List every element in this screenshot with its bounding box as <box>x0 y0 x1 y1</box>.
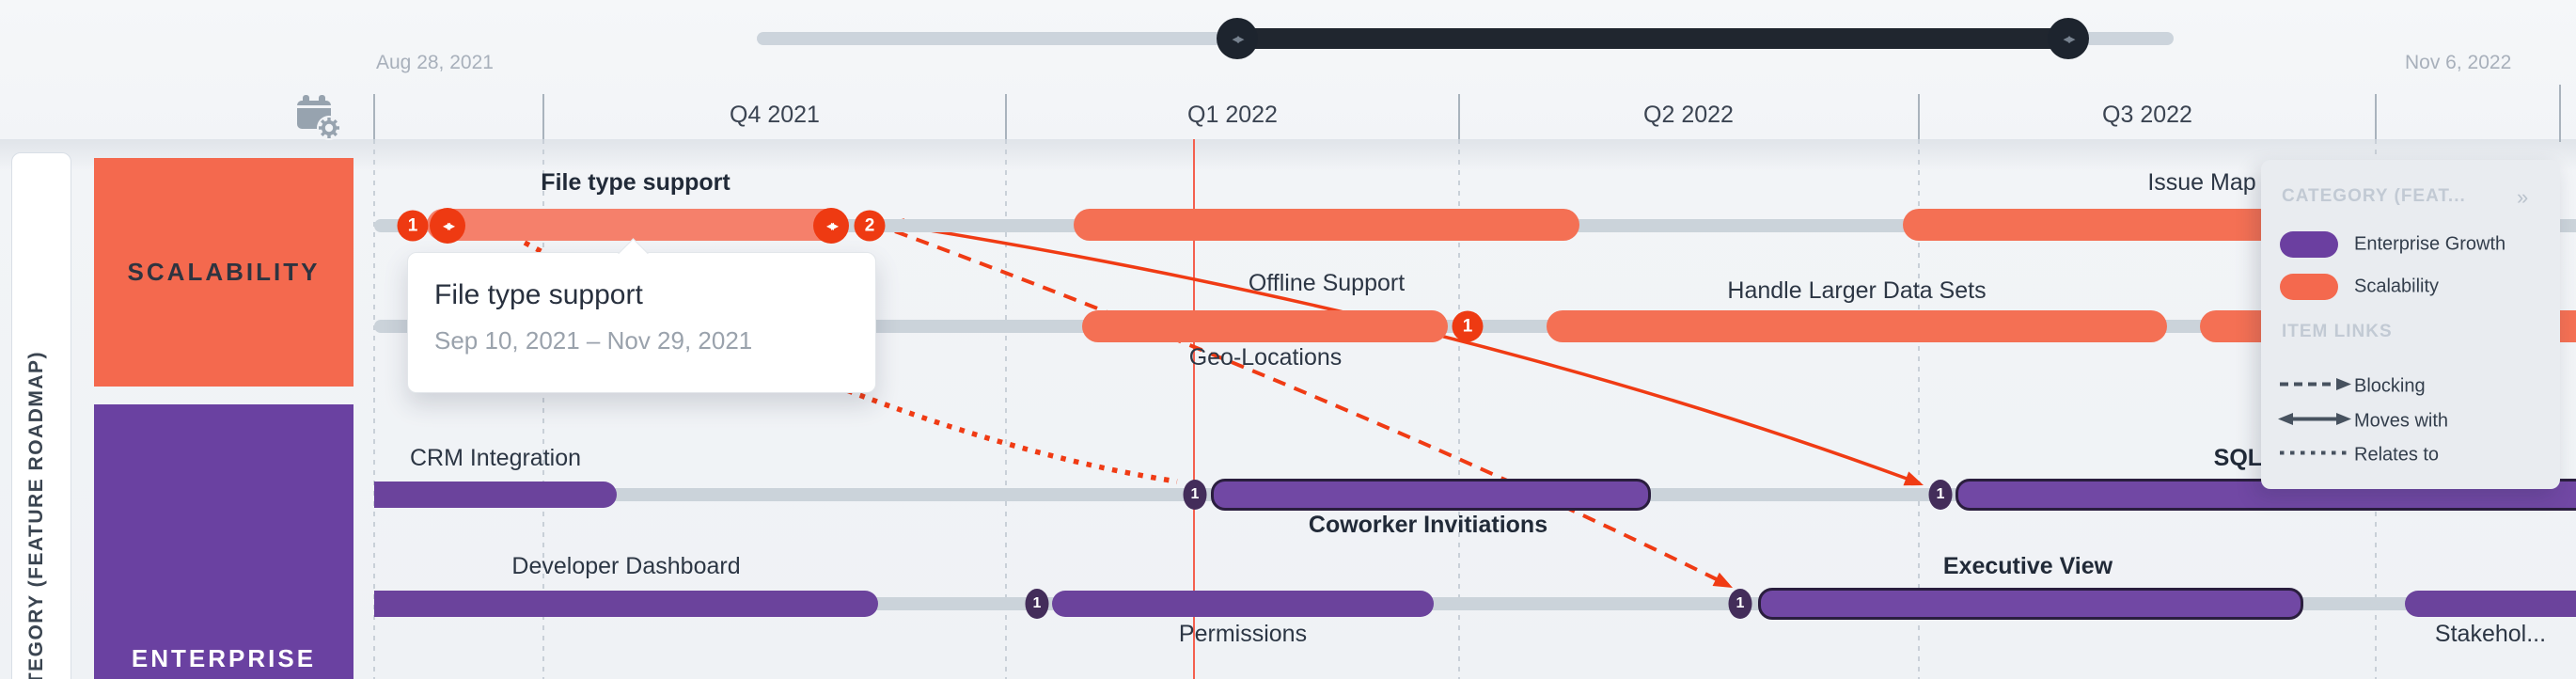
quarter-gridline <box>1458 139 1460 679</box>
item-label: Coworker Invitiations <box>1308 512 1548 538</box>
quarter-gridline <box>373 139 375 679</box>
link-blocking <box>894 229 1729 587</box>
legend-linktype-icon-dashed <box>2278 375 2351 399</box>
resize-handle-left[interactable]: ◂▸ <box>430 208 465 244</box>
legend-linktype-label: Relates to <box>2354 444 2440 466</box>
roadmap-item-bar[interactable] <box>1082 310 1448 342</box>
item-label: Permissions <box>1178 621 1308 647</box>
today-line <box>1193 139 1195 679</box>
roadmap-item-bar[interactable] <box>1074 209 1579 241</box>
legend-linktype-label: Moves with <box>2354 410 2449 432</box>
range-end-tick <box>2559 85 2561 142</box>
group-by-panel[interactable] <box>11 152 71 679</box>
roadmap-item-bar[interactable] <box>1211 479 1651 511</box>
item-tooltip: File type support Sep 10, 2021 – Nov 29,… <box>407 238 876 393</box>
link-arrowhead <box>1903 471 1924 486</box>
legend-swatch-label: Enterprise Growth <box>2354 233 2506 255</box>
category-block-enterprise[interactable]: ENTERPRISE <box>94 404 353 679</box>
resize-handle-right[interactable]: ◂▸ <box>813 208 849 244</box>
roadmap-item-bar[interactable] <box>1052 591 1434 617</box>
quarter-gridline <box>1918 139 1920 679</box>
tooltip-title: File type support <box>434 279 643 310</box>
scrollbar-range[interactable] <box>1237 28 2068 49</box>
collapse-legend-icon[interactable]: » <box>2517 185 2529 209</box>
group-by-label: CATEGORY (FEATURE ROADMAP) <box>25 350 47 679</box>
legend-swatch <box>2280 231 2338 258</box>
quarter-label: Q1 2022 <box>1187 102 1278 128</box>
milestone-badge[interactable]: 1 <box>1728 589 1752 619</box>
roadmap-item-bar[interactable] <box>1758 588 2303 620</box>
item-label: Geo-Locations <box>1188 344 1343 371</box>
milestone-badge[interactable]: 1 <box>1928 480 1953 510</box>
legend-swatch <box>2280 274 2338 300</box>
roadmap-item-bar[interactable] <box>374 591 878 617</box>
roadmap-item-bar[interactable] <box>2405 591 2576 617</box>
milestone-badge[interactable]: 1 <box>1025 589 1049 619</box>
tooltip-date-range: Sep 10, 2021 – Nov 29, 2021 <box>434 326 753 355</box>
quarter-tick <box>2375 94 2377 139</box>
quarter-label: Q3 2022 <box>2102 102 2192 128</box>
legend-linktype-label: Blocking <box>2354 375 2426 397</box>
category-name: SCALABILITY <box>127 258 321 286</box>
category-name: ENTERPRISE <box>131 644 317 672</box>
item-label: Offline Support <box>1248 270 1406 296</box>
roadmap-item-bar[interactable] <box>1547 310 2167 342</box>
legend-links-header: ITEM LINKS <box>2282 322 2393 341</box>
quarter-tick <box>542 94 544 139</box>
category-block-scalability[interactable]: SCALABILITY <box>94 158 353 387</box>
quarter-tick <box>1918 94 1920 139</box>
item-order-badge[interactable]: 1 <box>397 210 429 242</box>
scrollbar-handle-right[interactable]: ◂▸ <box>2048 18 2089 59</box>
link-arrowhead <box>1712 572 1733 588</box>
quarter-tick <box>373 94 375 139</box>
quarter-tick <box>1005 94 1007 139</box>
link-moves_with <box>900 224 1921 485</box>
item-label: Executive View <box>1942 553 2113 579</box>
quarter-gridline <box>542 139 544 679</box>
legend-linktype-icon-solid_double <box>2278 410 2351 434</box>
item-label: Developer Dashboard <box>511 553 741 579</box>
item-label: Stakehol... <box>2434 621 2547 647</box>
item-label: Handle Larger Data Sets <box>1727 277 1987 304</box>
quarter-label: Q2 2022 <box>1643 102 1734 128</box>
roadmap-item-bar[interactable] <box>374 482 617 508</box>
legend-swatch-label: Scalability <box>2354 276 2440 297</box>
quarter-gridline <box>1005 139 1007 679</box>
milestone-badge[interactable]: 1 <box>1452 310 1484 342</box>
item-label: File type support <box>541 169 730 196</box>
item-label: CRM Integration <box>409 445 582 471</box>
quarter-label: Q4 2021 <box>730 102 820 128</box>
range-start-date: Aug 28, 2021 <box>376 52 494 73</box>
roadmap-item-bar[interactable] <box>427 209 843 241</box>
item-label: Issue Map <box>2147 169 2256 196</box>
legend-category-header: CATEGORY (FEAT... <box>2282 186 2466 206</box>
item-order-badge[interactable]: 2 <box>854 210 886 242</box>
milestone-badge[interactable]: 1 <box>1183 480 1207 510</box>
quarter-tick <box>1458 94 1460 139</box>
scrollbar-handle-left[interactable]: ◂▸ <box>1217 18 1258 59</box>
legend-linktype-icon-dotted <box>2278 444 2351 467</box>
